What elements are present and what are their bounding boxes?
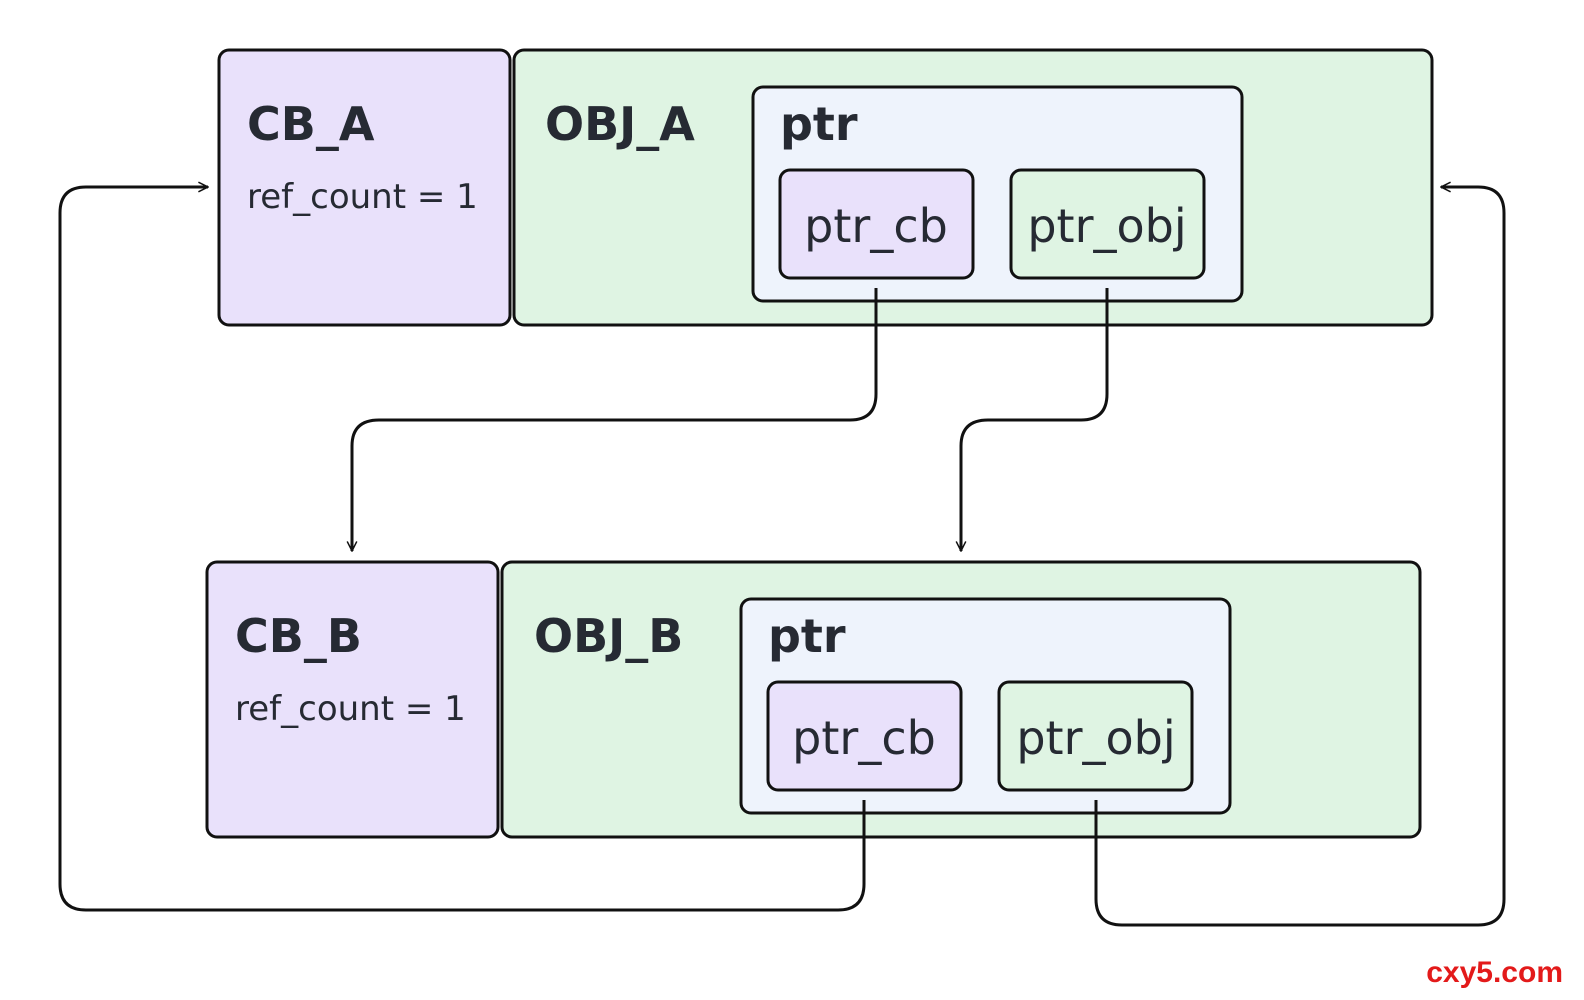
object-a: OBJ_A ptr ptr_cb ptr_obj [512, 48, 1434, 327]
control-block-a-ref-count: ref_count = 1 [247, 177, 478, 217]
object-a-ptr-cb-box [778, 168, 975, 280]
control-block-b-ref-count: ref_count = 1 [235, 689, 466, 729]
object-b-title: OBJ_B [534, 609, 683, 663]
object-a-ptr: ptr ptr_cb ptr_obj [751, 85, 1244, 303]
object-b-ptr-cb-box [766, 680, 963, 792]
edge-obj-b-ptr-cb-to-cb-a [58, 187, 866, 912]
control-block-a: CB_A ref_count = 1 [217, 48, 512, 327]
object-b-ptr: ptr ptr_cb ptr_obj [739, 597, 1232, 815]
object-a-title: OBJ_A [545, 97, 695, 151]
object-b-ptr-cb-label: ptr_cb [792, 711, 936, 765]
object-b-ptr-obj-label: ptr_obj [1016, 711, 1175, 765]
edge-obj-b-ptr-obj-to-obj-a [1094, 187, 1506, 927]
control-block-b-title: CB_B [235, 609, 362, 663]
object-a-ptr-obj-box [1009, 168, 1206, 280]
control-block-a-box [217, 48, 512, 327]
control-block-b: CB_B ref_count = 1 [205, 560, 500, 839]
object-a-ptr-title: ptr [780, 97, 858, 151]
edge-obj-a-ptr-cb-to-cb-b [352, 288, 878, 551]
object-a-ptr-cb-label: ptr_cb [804, 199, 948, 253]
edge-obj-a-ptr-obj-to-obj-b [961, 288, 1109, 551]
watermark-text: cxy5.com [1426, 956, 1563, 989]
object-b: OBJ_B ptr ptr_cb ptr_obj [500, 560, 1422, 839]
object-a-ptr-obj-label: ptr_obj [1027, 199, 1186, 253]
control-block-a-title: CB_A [247, 97, 375, 151]
control-block-b-box [205, 560, 500, 839]
object-b-ptr-title: ptr [768, 609, 846, 663]
object-b-ptr-obj-box [997, 680, 1194, 792]
